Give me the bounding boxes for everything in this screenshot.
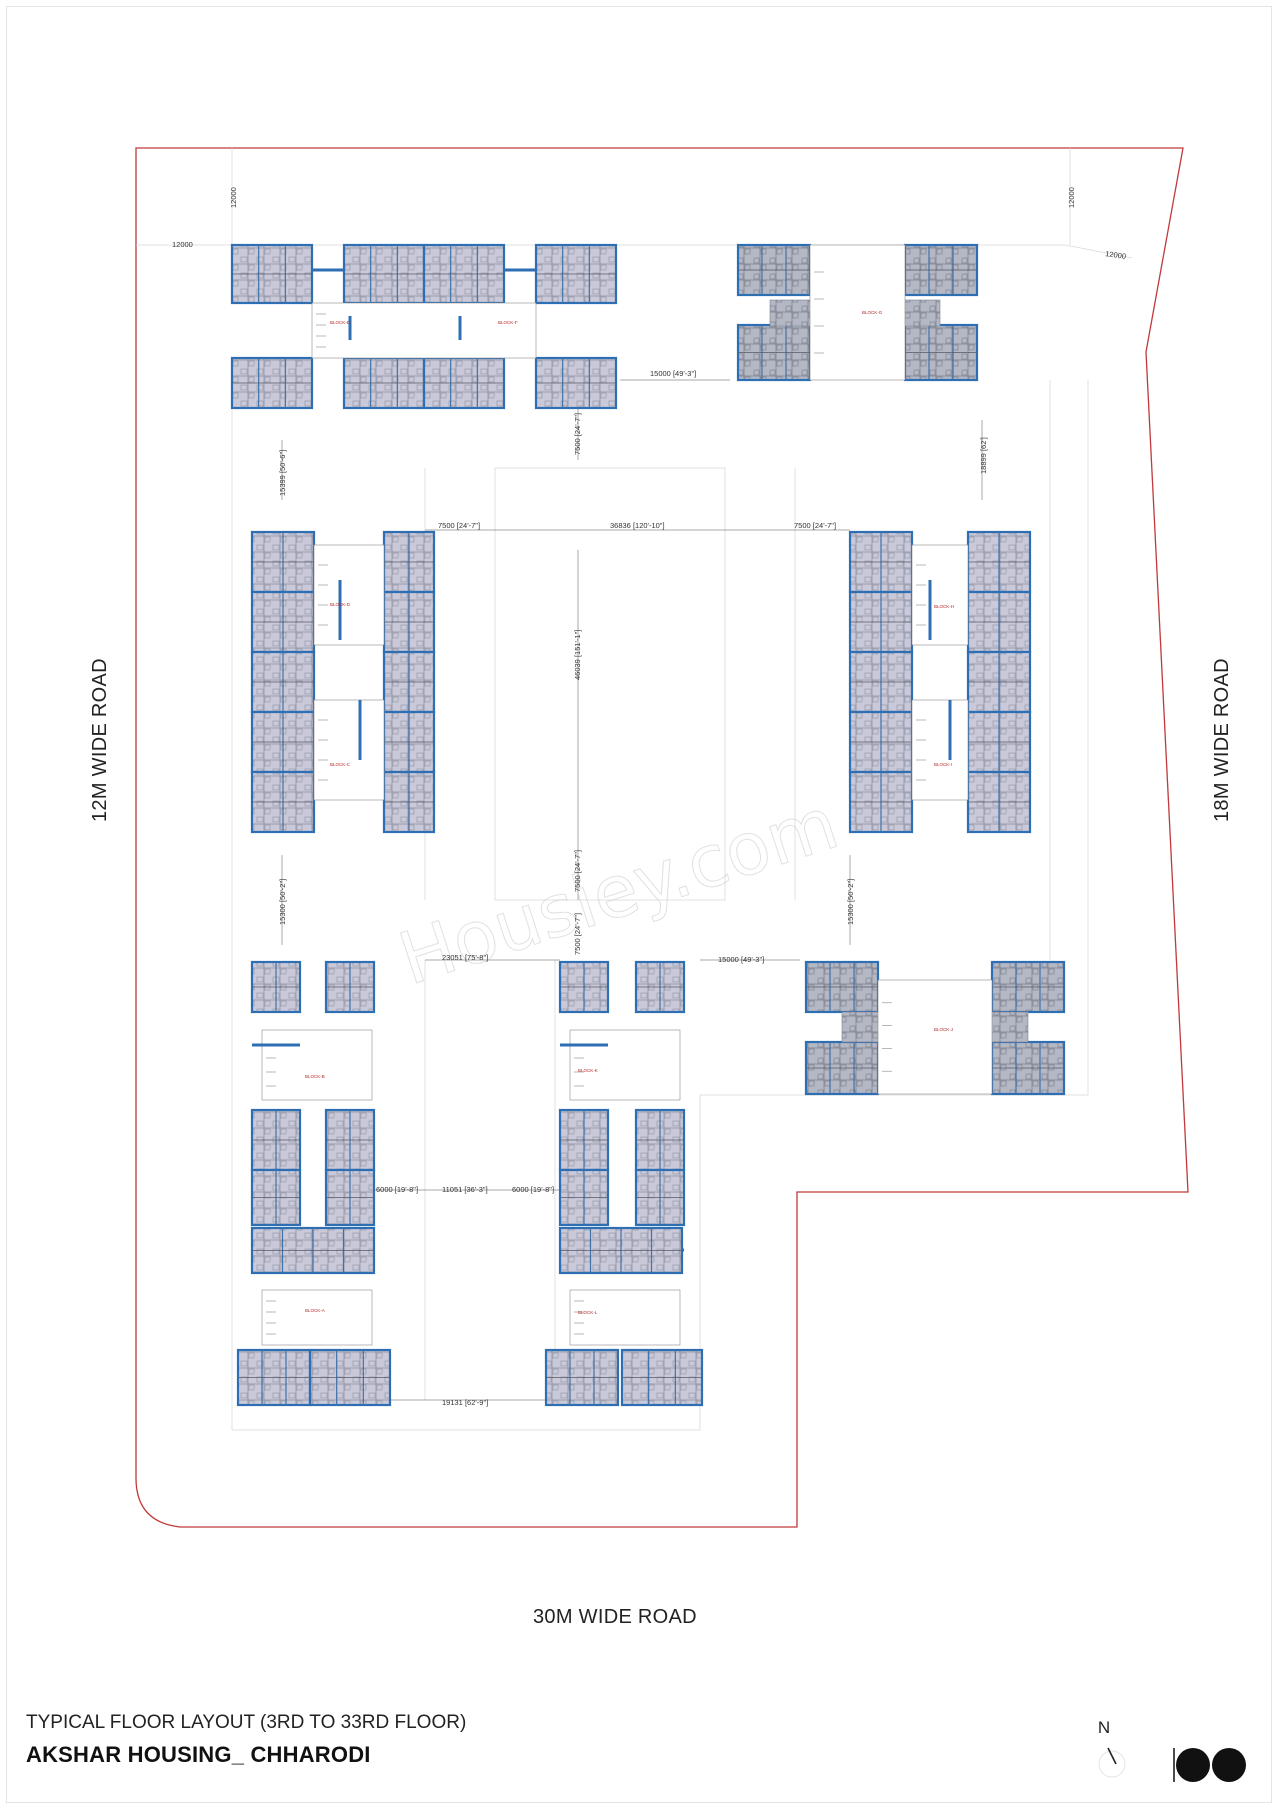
firm-logo-icon — [1173, 1747, 1246, 1783]
site-boundary — [135, 147, 1189, 1528]
dim-6000-right: 6000 [19'-8"] — [512, 1185, 554, 1194]
title-block: TYPICAL FLOOR LAYOUT (3RD TO 33RD FLOOR)… — [26, 1712, 466, 1768]
dim-18899: 18899 [62'] — [979, 437, 988, 474]
north-arrow-icon — [1098, 1747, 1126, 1778]
block-label-k: BLOCK-K — [578, 1068, 598, 1073]
core-corridor — [311, 302, 537, 359]
block-label-d: BLOCK-D — [330, 602, 351, 607]
north-letter: N — [1097, 1718, 1111, 1737]
core-corridor — [569, 1289, 681, 1346]
dim-15300-right: 15300 [50'-2"] — [846, 879, 855, 925]
dim-23051: 23051 [75'-8"] — [442, 953, 488, 962]
dim-7500-right: 7500 [24'-7"] — [794, 521, 836, 530]
core-corridor — [313, 544, 385, 646]
block-label-f: BLOCK-F — [498, 320, 518, 325]
road-label-west: 12M WIDE ROAD — [89, 658, 111, 822]
block-label-e: BLOCK-E — [330, 320, 350, 325]
dim-11051: 11051 [36'-3"] — [442, 1185, 488, 1194]
core-corridor — [261, 1029, 373, 1101]
building-blocks — [230, 243, 1066, 1407]
block-label-c: BLOCK-C — [330, 762, 351, 767]
core-corridor — [877, 979, 993, 1095]
sheet-frame — [6, 6, 1272, 1803]
core-corridor — [569, 1029, 681, 1101]
watermark: Housiey.com — [389, 781, 847, 1001]
block-label-a: BLOCK-A — [305, 1308, 325, 1313]
dim-36836: 36836 [120'-10"] — [610, 521, 665, 530]
dim-7500-v-mid: 7500 [24'-7"] — [573, 850, 582, 892]
block-label-b: BLOCK-B — [305, 1074, 325, 1079]
dim-19131: 19131 [62'-9"] — [442, 1398, 488, 1407]
setback-top-left-v: 12000 — [229, 187, 238, 208]
dim-15000-mid: 15000 [49'-3"] — [718, 955, 764, 964]
dim-7500-left: 7500 [24'-7"] — [438, 521, 480, 530]
road-label-south: 30M WIDE ROAD — [533, 1606, 697, 1628]
dim-15000-top: 15000 [49'-3"] — [650, 369, 696, 378]
dim-15300-left: 15300 [50'-2"] — [278, 879, 287, 925]
block-label-l: BLOCK-L — [578, 1310, 598, 1315]
block-label-g: BLOCK-G — [862, 310, 883, 315]
core-corridor — [261, 1289, 373, 1346]
setback-top-right-h: 12000 — [1105, 249, 1127, 261]
core-corridor — [911, 699, 969, 801]
block-label-j: BLOCK-J — [934, 1027, 953, 1032]
core-corridor — [313, 699, 385, 801]
block-label-h: BLOCK-H — [934, 604, 954, 609]
dim-7500-v-top: 7500 [24'-7"] — [573, 413, 582, 455]
setback-top-left-h: 12000 — [172, 240, 193, 249]
dim-7500-v-low: 7500 [24'-7"] — [573, 913, 582, 955]
setback-top-right-v: 12000 — [1067, 187, 1076, 208]
core-corridor — [911, 544, 969, 646]
road-label-east: 18M WIDE ROAD — [1211, 658, 1233, 822]
core-corridor — [809, 244, 906, 381]
dim-6000-left: 6000 [19'-8"] — [376, 1185, 418, 1194]
dim-15399: 15399 [50'-6"] — [278, 450, 287, 496]
project-title: AKSHAR HOUSING_ CHHARODI — [26, 1742, 371, 1767]
dimension-lines — [281, 379, 983, 1401]
dim-46039: 46039 [151'-1"] — [573, 630, 582, 680]
block-label-i: BLOCK-I — [934, 762, 952, 767]
drawing-subtitle: TYPICAL FLOOR LAYOUT (3RD TO 33RD FLOOR) — [26, 1712, 467, 1733]
